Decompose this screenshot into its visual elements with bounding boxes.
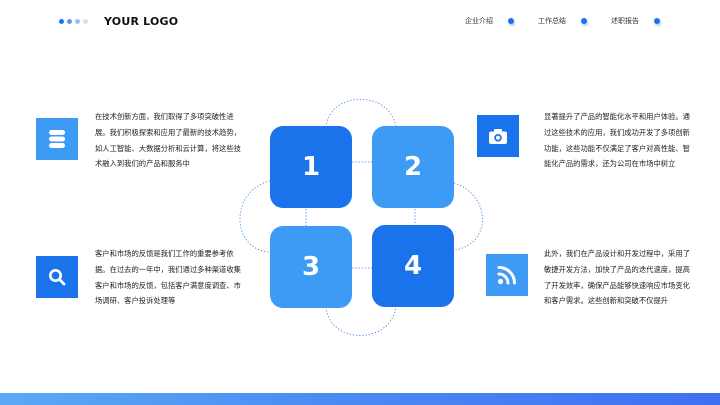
logo-dot-3 (75, 19, 80, 24)
database-icon-box (36, 118, 78, 160)
tile-number: 4 (403, 251, 423, 281)
database-icon (49, 130, 65, 148)
tile-number: 3 (301, 252, 321, 282)
nav-dot-icon (581, 18, 587, 24)
tile-number: 1 (301, 152, 321, 182)
logo-dot-1 (59, 19, 64, 24)
camera-icon (489, 128, 507, 144)
item-text-3: 显著提升了产品的智能化水平和用户体验。通过这些技术的应用，我们成功开发了多项创新… (544, 112, 690, 169)
nav-label: 述职报告 (611, 17, 639, 25)
nav-label: 工作总结 (538, 17, 566, 25)
rss-icon-box (486, 254, 528, 296)
logo-text: YOUR LOGO (104, 15, 179, 28)
nav-item-company-intro[interactable]: 企业介绍 (465, 16, 514, 26)
item-text-4: 此外，我们在产品设计和开发过程中，采用了敏捷开发方法，加快了产品的迭代速度，提高… (544, 249, 690, 306)
tile-3: 3 (270, 226, 352, 308)
tile-number: 2 (403, 152, 423, 182)
logo-dots (59, 19, 88, 24)
search-icon-box (36, 256, 78, 298)
tile-1: 1 (270, 126, 352, 208)
item-text-1: 在技术创新方面，我们取得了多项突破性进展。我们积极探索和应用了最新的技术趋势，如… (95, 112, 241, 169)
camera-icon-box (477, 115, 519, 157)
rss-icon (497, 266, 516, 285)
bottom-gradient-bar (0, 393, 720, 405)
nav-dot-icon (654, 18, 660, 24)
tile-4: 4 (372, 225, 454, 307)
tile-2: 2 (372, 126, 454, 208)
logo-dot-4 (83, 19, 88, 24)
nav-item-report[interactable]: 述职报告 (611, 16, 660, 26)
nav-dot-icon (508, 18, 514, 24)
nav-item-work-summary[interactable]: 工作总结 (538, 16, 587, 26)
search-icon (49, 269, 66, 286)
logo-dot-2 (67, 19, 72, 24)
nav-label: 企业介绍 (465, 17, 493, 25)
item-text-2: 客户和市场的反馈是我们工作的重要参考依据。在过去的一年中，我们通过多种渠道收集客… (95, 249, 241, 306)
